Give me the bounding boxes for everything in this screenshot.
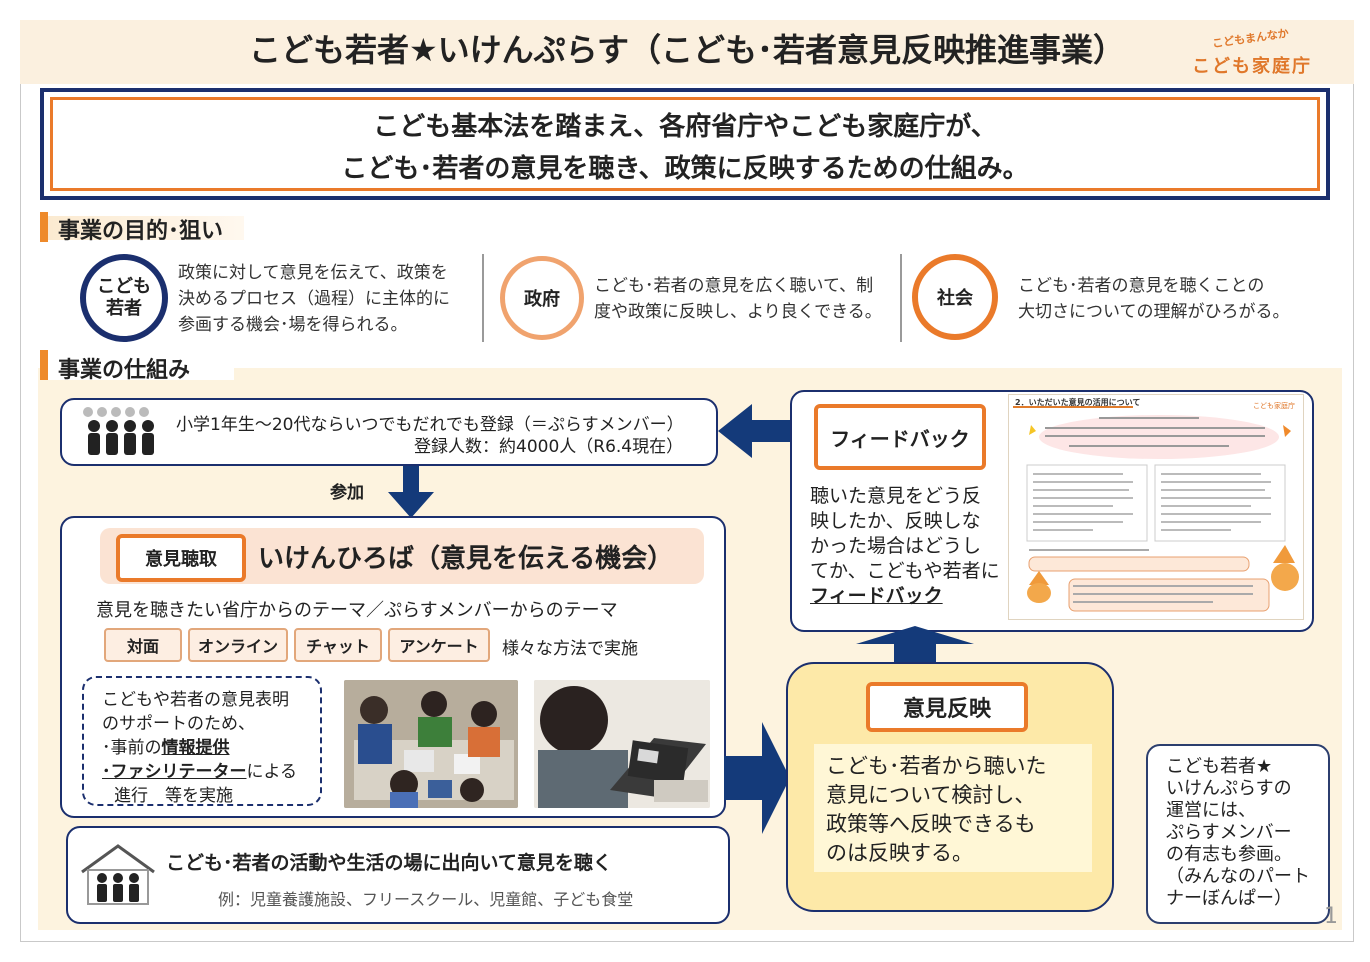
page-number: 1	[1324, 904, 1338, 929]
intro-box-outer	[40, 88, 1330, 200]
kodomo-wakamono-badge: こども 若者	[80, 254, 168, 342]
registration-line-1: 小学1年生～20代ならいつでもだれでも登録（＝ぷらすメンバー）	[176, 415, 684, 435]
mechanism-title-bar	[40, 350, 48, 380]
note-line: （みんなのパート	[1166, 866, 1310, 887]
reflection-line: 政策等へ反映できるも	[826, 812, 1036, 836]
header-band	[20, 20, 1354, 84]
goal-text-line: 度や政策に反映し、より良くできる。	[594, 302, 882, 322]
goal-text-society: こども･若者の意見を聴くことの 大切さについての理解がひろがる。	[1018, 273, 1290, 325]
method-online: オンライン	[188, 628, 288, 662]
support-emphasis: ･ファシリテーター	[102, 762, 247, 782]
registration-line-2: 登録人数：約4000人（R6.4現在）	[414, 437, 684, 457]
support-text-part: による	[246, 762, 298, 782]
feedback-document-thumbnail: 2．いただいた意見の活用について こども家庭庁	[1008, 394, 1304, 620]
divider	[482, 254, 484, 342]
agency-logo: こども家庭庁	[1192, 56, 1312, 77]
support-text: こどもや若者の意見表明 のサポートのため、 ･事前の情報提供 ･ファシリテーター…	[102, 688, 297, 808]
support-emphasis: 情報提供	[161, 738, 230, 758]
note-box	[1146, 744, 1330, 924]
people-group-icon	[78, 404, 162, 460]
photo-online-session	[534, 680, 710, 808]
doc-title: 2．いただいた意見の活用について	[1015, 398, 1141, 407]
note-line: の有志も参画。	[1166, 844, 1292, 865]
mechanism-section-title: 事業の仕組み	[58, 358, 191, 383]
reflection-text-panel	[814, 744, 1092, 872]
goal-text-government: こども･若者の意見を広く聴いて、制 度や政策に反映し、より良くできる。	[594, 273, 882, 325]
method-chat: チャット	[294, 628, 382, 662]
method-survey: アンケート	[388, 628, 490, 662]
support-line: のサポートのため、	[102, 714, 255, 734]
goal-text-line: 大切さについての理解がひろがる。	[1018, 302, 1290, 322]
outreach-title: こども･若者の活動や生活の場に出向いて意見を聴く	[166, 852, 612, 874]
hearing-title: いけんひろば（意見を伝える機会）	[258, 544, 674, 574]
purpose-title-underline	[44, 216, 244, 240]
reflection-line: 意見について検討し、	[826, 783, 1036, 807]
hearing-tag: 意見聴取	[116, 534, 246, 582]
note-text: こども若者★ いけんぷらすの 運営には、 ぷらすメンバー の有志も参画。 （みん…	[1166, 756, 1310, 910]
support-line: ･事前の情報提供	[102, 736, 297, 760]
registration-box	[60, 398, 718, 466]
arrow-up	[856, 626, 974, 666]
goal-text-youth: 政策に対して意見を伝えて、政策を 決めるプロセス（過程）に主体的に 参画する機会…	[178, 260, 450, 338]
government-badge: 政府	[500, 256, 584, 340]
intro-line-2: こども･若者の意見を聴き、政策に反映するための仕組み。	[341, 154, 1029, 184]
outreach-box	[66, 826, 730, 924]
reflection-text: こども･若者から聴いた 意見について検討し、 政策等へ反映できるも のは反映する…	[826, 752, 1047, 868]
method-face-to-face: 対面	[104, 628, 182, 662]
divider	[900, 254, 902, 342]
goal-text-line: こども･若者の意見を聴くことの	[1018, 276, 1265, 296]
join-label: 参加	[330, 483, 364, 503]
support-box	[82, 676, 322, 806]
outreach-examples: 例：児童養護施設、フリースクール、児童館、子ども食堂	[218, 890, 634, 909]
note-line: 運営には、	[1166, 800, 1256, 821]
feedback-line: てか、こどもや若者に	[810, 560, 1000, 582]
intro-box-inner	[50, 97, 1320, 191]
feedback-emphasis: フィードバック	[810, 585, 943, 607]
feedback-line: かった場合はどうし	[810, 535, 982, 557]
badge-line-2: 若者	[106, 298, 142, 319]
arrow-down	[386, 466, 436, 518]
society-badge: 社会	[912, 254, 998, 340]
hearing-theme: 意見を聴きたい省庁からのテーマ／ぷらすメンバーからのテーマ	[96, 600, 618, 621]
intro-line-1: こども基本法を踏まえ、各府省庁やこども家庭庁が、	[373, 112, 997, 142]
support-line: こどもや若者の意見表明	[102, 690, 289, 710]
goal-text-line: こども･若者の意見を広く聴いて、制	[594, 276, 874, 296]
purpose-section-title: 事業の目的･狙い	[58, 219, 224, 244]
support-line: ･ファシリテーターによる	[102, 760, 297, 784]
feedback-line: 映したか、反映しな	[810, 510, 981, 532]
feedback-tag: フィードバック	[814, 404, 986, 470]
purpose-title-bar	[40, 212, 48, 242]
feedback-line: 聴いた意見をどう反	[810, 485, 982, 507]
feedback-text: 聴いた意見をどう反 映したか、反映しな かった場合はどうし てか、こどもや若者に…	[810, 484, 1000, 609]
page-title: こども若者★いけんぷらす（こども･若者意見反映推進事業）	[248, 31, 1126, 69]
note-line: いけんぷらすの	[1166, 778, 1292, 799]
mechanism-title-underline	[44, 356, 234, 380]
arrow-right	[724, 722, 790, 834]
methods-note: 様々な方法で実施	[502, 639, 638, 659]
arrow-left	[718, 404, 790, 458]
note-line: ナーぼんぱー）	[1166, 888, 1292, 909]
badge-line-1: こども	[97, 276, 151, 297]
house-people-icon	[78, 842, 158, 908]
goal-text-line: 決めるプロセス（過程）に主体的に	[178, 289, 450, 309]
reflection-line: のは反映する。	[826, 841, 973, 865]
goal-text-line: 政策に対して意見を伝えて、政策を	[178, 263, 448, 283]
support-line: 進行 等を実施	[114, 786, 233, 806]
doc-logo: こども家庭庁	[1253, 402, 1295, 410]
note-line: こども若者★	[1166, 756, 1273, 777]
reflection-line: こども･若者から聴いた	[826, 754, 1047, 778]
support-text-part: ･事前の	[102, 738, 162, 758]
goal-text-line: 参画する機会･場を得られる。	[178, 315, 408, 335]
note-line: ぷらすメンバー	[1166, 822, 1292, 843]
photo-children-workshop	[344, 680, 518, 808]
reflection-tag: 意見反映	[866, 682, 1028, 732]
